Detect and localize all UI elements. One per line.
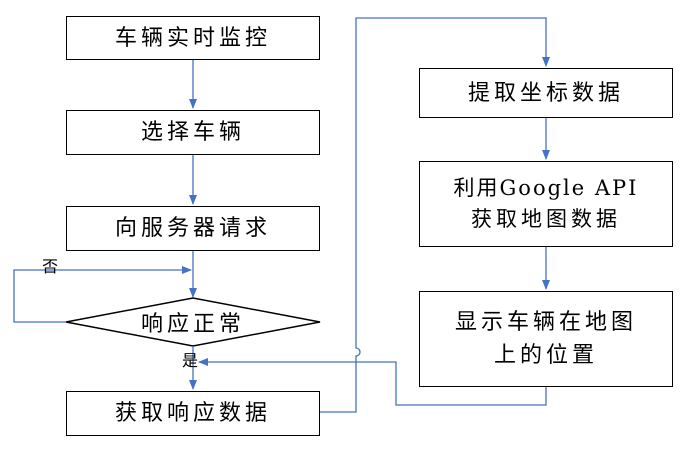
box-show-vehicle-position: 显示车辆在地图 上的位置 bbox=[419, 291, 673, 387]
box-realtime-monitoring: 车辆实时监控 bbox=[66, 16, 320, 60]
branch-label-no: 否 bbox=[42, 257, 59, 276]
box-show-vehicle-line2: 上的位置 bbox=[493, 343, 598, 368]
box-google-api-line1: 利用Google API bbox=[453, 175, 639, 200]
box-get-response-data: 获取响应数据 bbox=[66, 391, 320, 436]
box-get-response-data-label: 获取响应数据 bbox=[114, 401, 271, 426]
box-show-vehicle-line1: 显示车辆在地图 bbox=[454, 310, 637, 335]
arrow-data-to-extract bbox=[320, 17, 550, 413]
box-extract-coordinates-label: 提取坐标数据 bbox=[467, 80, 624, 106]
box-select-vehicle: 选择车辆 bbox=[66, 110, 320, 155]
decision-response-ok-label: 响应正常 bbox=[140, 312, 245, 337]
arrow-no-loop bbox=[13, 266, 192, 323]
branch-label-yes: 是 bbox=[182, 351, 199, 370]
box-extract-coordinates: 提取坐标数据 bbox=[419, 68, 673, 118]
box-realtime-monitoring-label: 车辆实时监控 bbox=[114, 25, 271, 51]
box-request-server: 向服务器请求 bbox=[66, 206, 320, 251]
box-request-server-label: 向服务器请求 bbox=[114, 216, 271, 241]
box-select-vehicle-label: 选择车辆 bbox=[140, 120, 245, 145]
box-google-api: 利用Google API 获取地图数据 bbox=[419, 161, 673, 247]
decision-diamond bbox=[65, 297, 321, 347]
box-google-api-line2: 获取地图数据 bbox=[471, 207, 621, 231]
arrow-show-to-junction bbox=[198, 358, 547, 406]
